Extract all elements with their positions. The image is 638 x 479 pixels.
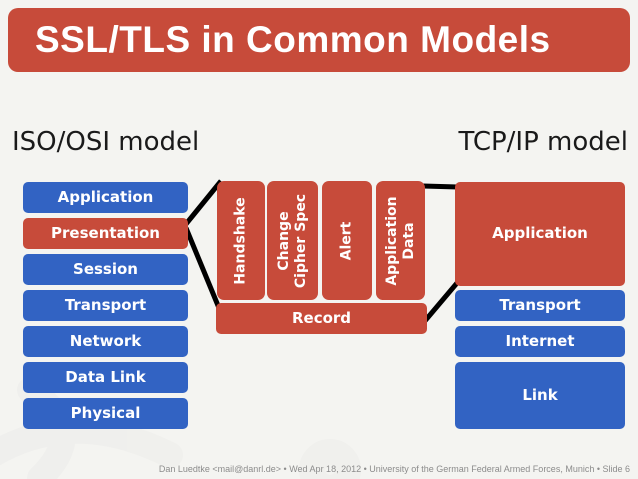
connector-osi-top [184,179,223,226]
osi-layer-network: Network [23,326,188,357]
slide-title-banner: SSL/TLS in Common Models [8,8,630,72]
ssl-record-layer: Record [216,303,427,334]
ssl-protocol-handshake: Handshake [217,181,265,300]
osi-layer-session: Session [23,254,188,285]
osi-model-heading: ISO/OSI model [12,127,200,157]
osi-layer-presentation: Presentation [23,218,188,249]
connector-tcpip-bottom [422,281,459,324]
osi-layer-transport: Transport [23,290,188,321]
tcpip-layer-application: Application [455,182,625,286]
connector-osi-bottom [183,227,222,309]
ssl-protocol-alert-label: Alert [338,221,355,260]
ssl-protocol-application-data: Application Data [376,181,425,300]
tcpip-layer-link: Link [455,362,625,429]
osi-layer-data-link: Data Link [23,362,188,393]
tcpip-layer-internet: Internet [455,326,625,357]
ssl-protocol-alert: Alert [322,181,372,300]
osi-layer-application: Application [23,182,188,213]
tcpip-layer-transport: Transport [455,290,625,321]
slide-title: SSL/TLS in Common Models [35,19,551,60]
connector-tcpip-top [422,183,459,190]
ssl-protocol-change-cipher-spec: Change Cipher Spec [267,181,318,300]
ssl-protocol-change-cipher-spec-label: Change Cipher Spec [275,193,309,288]
tcpip-model-heading: TCP/IP model [458,127,628,157]
slide-footer: Dan Luedtke <mail@danrl.de> • Wed Apr 18… [158,464,630,474]
ssl-protocol-application-data-label: Application Data [383,195,417,286]
ssl-protocol-handshake-label: Handshake [232,196,249,285]
osi-layer-physical: Physical [23,398,188,429]
